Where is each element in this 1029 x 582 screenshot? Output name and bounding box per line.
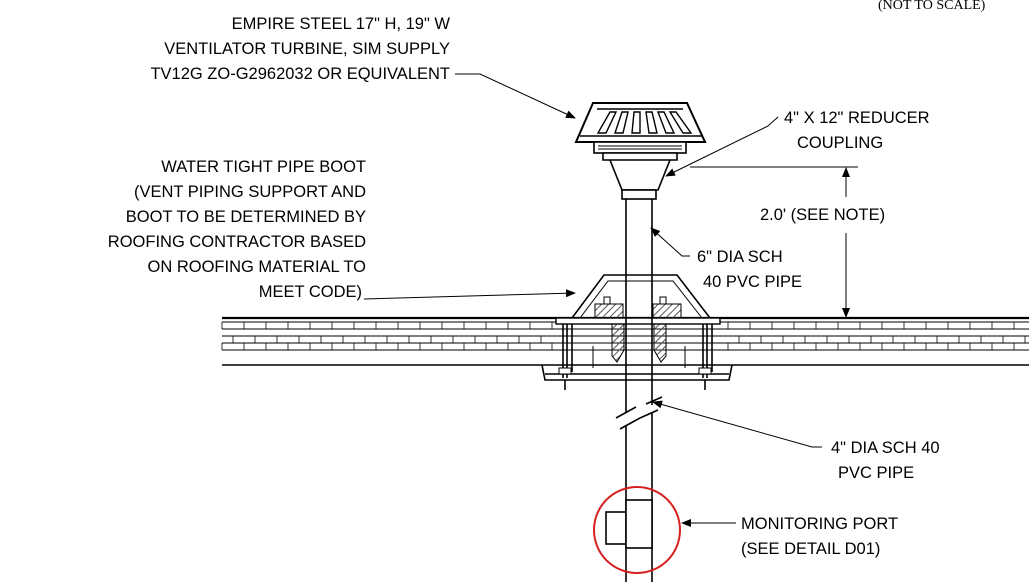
label-4in-pipe-line-2: PVC PIPE [838,464,914,482]
monitoring-port-tee [605,499,653,549]
label-reducer-line-2: COUPLING [797,134,883,152]
leader-reducer [665,116,779,177]
leader-pipe-boot [363,289,576,300]
label-monitoring-port-line-1: MONITORING PORT [741,515,898,533]
flange-plate [555,317,721,325]
leader-4in-pipe [652,400,822,448]
pipe-break-symbol [615,396,663,430]
label-4in-pipe: 4" DIA SCH 40 PVC PIPE [831,439,940,482]
pipe-4in [625,413,653,582]
dimension-line [690,166,858,319]
label-6in-pipe-line-1: 6" DIA SCH [697,248,783,266]
ventilator-turbine [574,102,707,200]
scale-note: (NOT TO SCALE) [878,0,986,13]
water-tight-pipe-boot [571,274,711,363]
leader-6in-pipe [650,227,690,257]
leader-turbine [455,73,576,119]
label-pipe-boot-line-5: ON ROOFING MATERIAL TO [148,258,367,276]
label-pipe-boot-line-3: BOOT TO BE DETERMINED BY [126,208,366,226]
label-turbine-line-3: TV12G ZO-G2962032 OR EQUIVALENT [150,65,450,83]
label-6in-pipe-line-2: 40 PVC PIPE [703,273,802,291]
label-reducer-line-1: 4" X 12" REDUCER [784,109,930,127]
label-pipe-boot-line-2: (VENT PIPING SUPPORT AND [134,183,366,201]
label-monitoring-port-line-2: (SEE DETAIL D01) [741,540,880,558]
label-4in-pipe-line-1: 4" DIA SCH 40 [831,439,940,457]
label-6in-pipe: 6" DIA SCH 40 PVC PIPE [697,248,802,291]
label-dimension: 2.0' (SEE NOTE) [760,206,885,224]
label-turbine: EMPIRE STEEL 17" H, 19" W VENTILATOR TUR… [150,15,450,83]
monitoring-port-highlight-circle [593,486,681,574]
label-turbine-line-1: EMPIRE STEEL 17" H, 19" W [232,15,451,33]
label-pipe-boot: WATER TIGHT PIPE BOOT (VENT PIPING SUPPO… [108,158,366,301]
pipe-support-bracket [541,324,733,390]
label-pipe-boot-line-1: WATER TIGHT PIPE BOOT [161,158,366,176]
label-turbine-line-2: VENTILATOR TURBINE, SIM SUPPLY [164,40,450,58]
label-monitoring-port: MONITORING PORT (SEE DETAIL D01) [741,515,898,558]
label-pipe-boot-line-4: ROOFING CONTRACTOR BASED [108,233,366,251]
label-pipe-boot-line-6: MEET CODE) [259,283,362,301]
label-reducer: 4" X 12" REDUCER COUPLING [784,109,930,152]
